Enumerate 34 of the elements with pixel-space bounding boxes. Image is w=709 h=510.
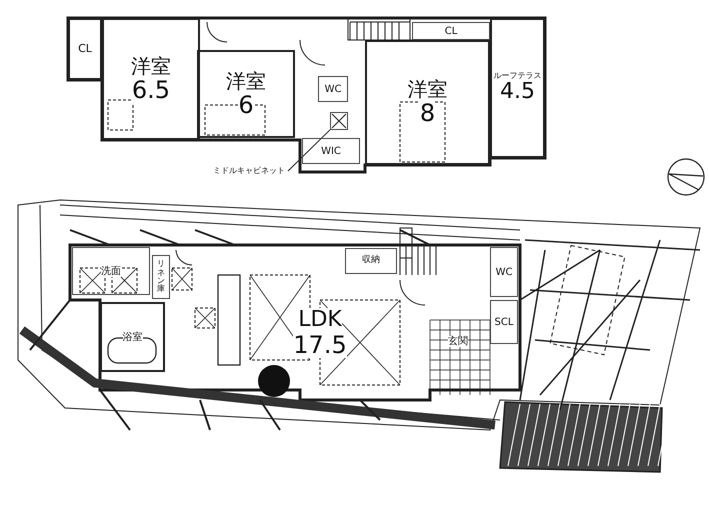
room-name: LDK [298,308,342,332]
room-label: 収納 [362,256,380,266]
cabinet-box [330,112,348,130]
room-label: CL [78,42,92,56]
room [345,248,397,274]
room-label: WIC [321,146,341,156]
room-name: 洋室 [408,78,448,100]
room [490,18,545,158]
room [152,255,170,299]
room [412,22,490,40]
cabinet-label: ミドルキャビネット [213,166,285,176]
room [490,300,518,344]
room-name: 洋室 [226,70,266,92]
room-label: リネン庫 [157,260,165,294]
room [302,138,360,164]
room-label: WC [496,266,512,278]
room [68,18,102,80]
room [100,302,165,372]
leader-line [288,129,330,172]
room [318,76,348,102]
room-label: CL [444,26,458,36]
room [197,50,295,138]
room [365,40,490,165]
room-label: 浴室 [122,332,142,342]
room-label: SCL [494,316,514,328]
room-name: 洋室 [131,54,171,77]
room [72,247,150,295]
room-label: 玄関 [448,336,468,346]
room [102,18,200,140]
room-label: 洗面 [101,266,121,276]
room-label: WC [324,84,342,94]
room-name: ルーフテラス [494,72,542,80]
room-area: 17.5 [293,332,347,358]
room [490,247,518,297]
